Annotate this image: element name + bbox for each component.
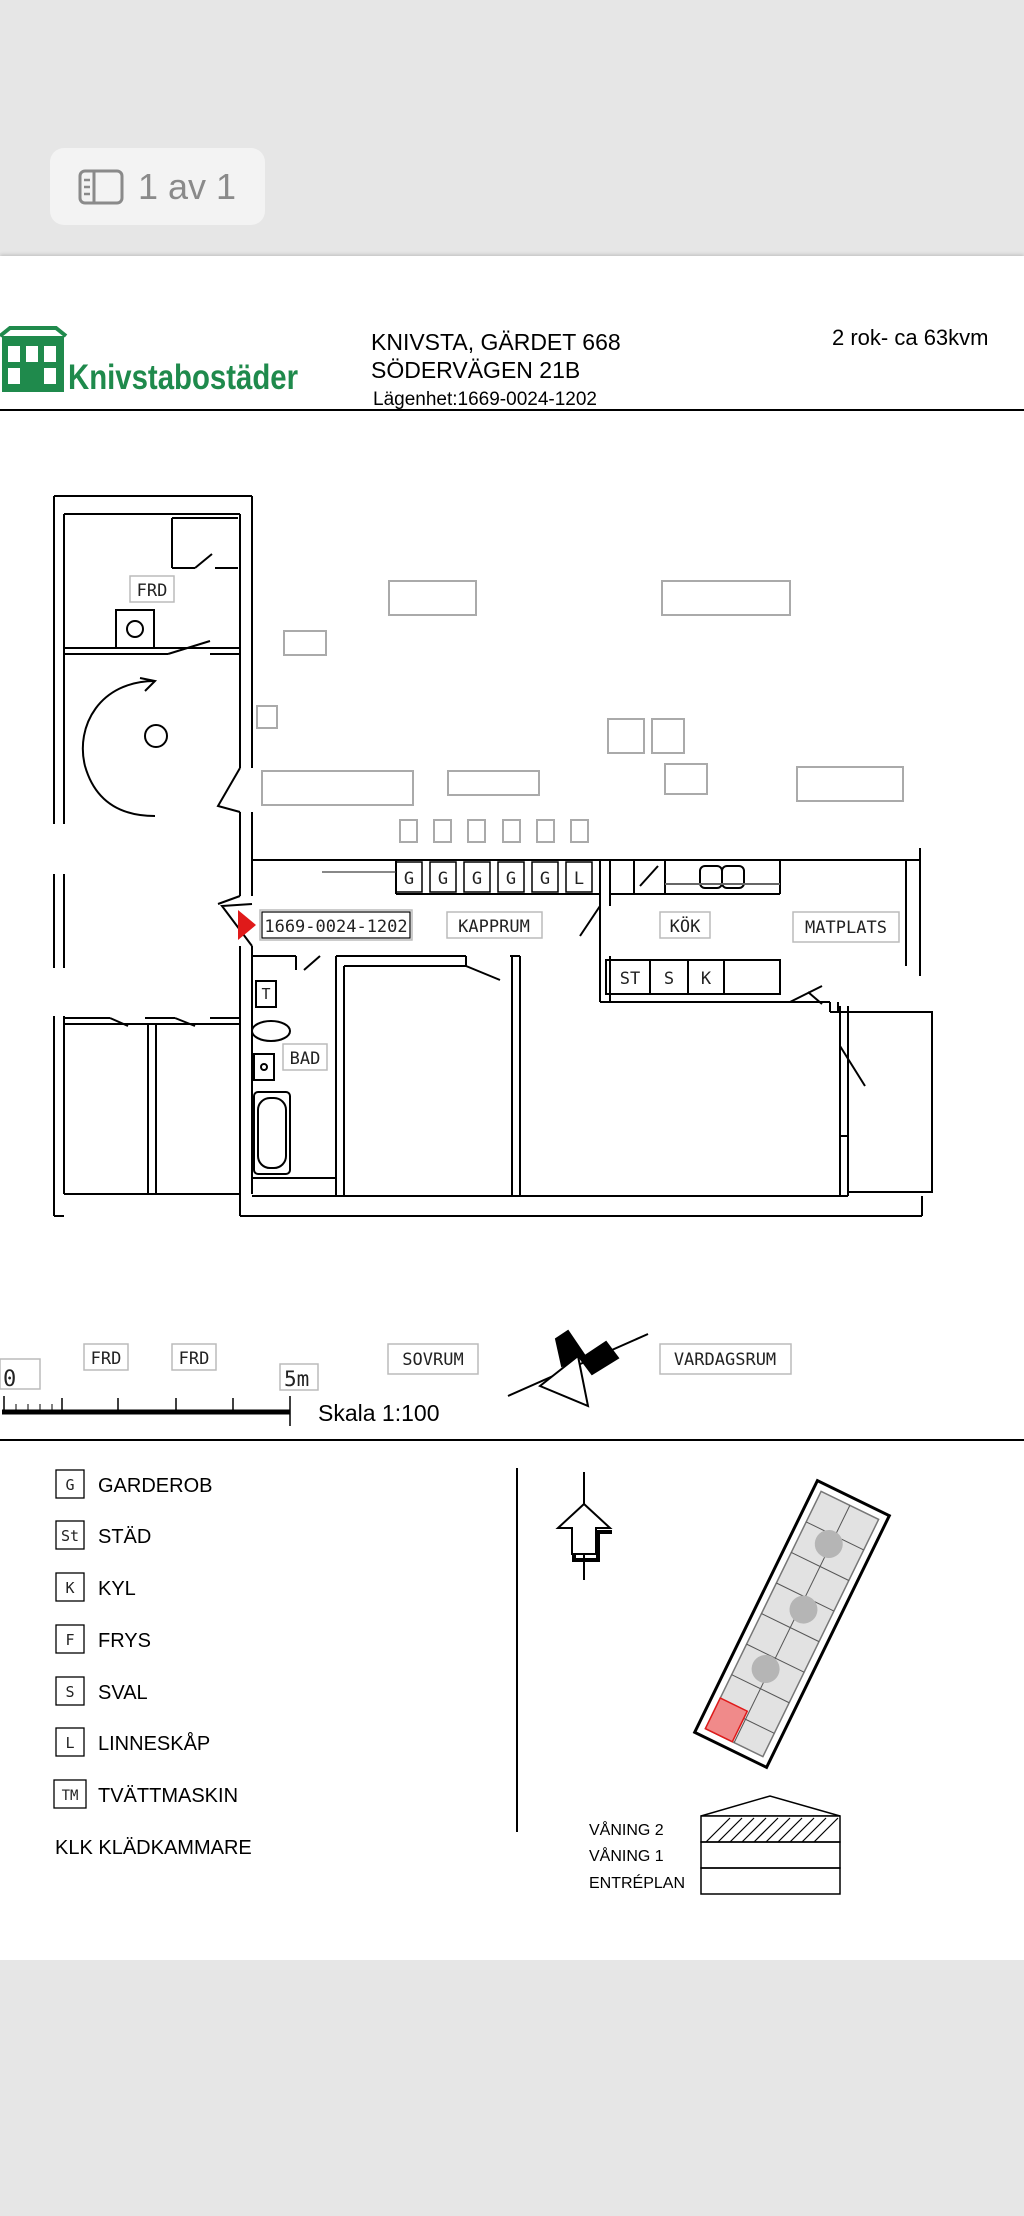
document-page: Knivstabostäder KNIVSTA, GÄRDET 668 SÖDE… [0, 256, 1024, 1960]
floor-label-vaning-1: VÅNING 1 [589, 1846, 664, 1865]
legend-label-stad: STÄD [98, 1526, 151, 1548]
legend-label-kladkammare: KLK KLÄDKAMMARE [55, 1837, 252, 1859]
scale-bar [0, 1358, 319, 1426]
room-matplats: MATPLATS [805, 918, 887, 938]
apartment-id-label: 1669-0024-1202 [264, 917, 407, 937]
fixture-g-1: G [404, 869, 414, 889]
floor-label-vaning-2: VÅNING 2 [589, 1820, 664, 1839]
legend-symbol-tm: TM [62, 1788, 79, 1804]
legend-label-garderob: GARDEROB [98, 1475, 212, 1497]
address-line-2: SÖDERVÄGEN 21B [371, 357, 580, 383]
legend-symbol-l: L [65, 1734, 74, 1752]
scale-label: Skala 1:100 [318, 1400, 439, 1426]
legend-label-tvattmaskin: TVÄTTMASKIN [98, 1785, 238, 1807]
legend-label-kyl: KYL [98, 1578, 136, 1600]
legend-label-linneskap: LINNESKÅP [98, 1732, 210, 1755]
sidebar-pages-icon [78, 169, 124, 204]
room-vardagsrum: VARDAGSRUM [674, 1350, 776, 1370]
floor-label-entreplan: ENTRÉPLAN [589, 1873, 685, 1892]
room-kok: KÖK [670, 915, 701, 937]
fixture-g-4: G [506, 869, 516, 889]
company-logo: Knivstabostäder [0, 326, 298, 397]
highlighted-apartment [704, 1697, 749, 1743]
floor-indicator [700, 1795, 841, 1895]
fixture-l: L [574, 869, 584, 889]
scale-zero: 0 [3, 1367, 16, 1392]
fixture-s: S [664, 969, 674, 989]
fixture-k: K [701, 969, 712, 989]
room-frd-top: FRD [137, 581, 168, 601]
fixture-t: T [261, 985, 270, 1003]
viewer-top-bar: 1 av 1 [0, 0, 1024, 254]
furniture-outlines [256, 580, 904, 843]
room-frd-bottom-right: FRD [179, 1349, 210, 1369]
legend-symbol-k: K [65, 1579, 74, 1597]
floor-plan [53, 495, 933, 1217]
fixture-g-2: G [438, 869, 448, 889]
floor-plan-drawing: Knivstabostäder KNIVSTA, GÄRDET 668 SÖDE… [0, 325, 1024, 1895]
viewer-bottom-area [0, 1960, 1024, 2216]
entrance-marker [238, 910, 256, 940]
fixture-g-3: G [472, 869, 482, 889]
logo-building-icon [0, 326, 68, 392]
legend: G St K F S L TM GARDEROB STÄD KYL FRYS S… [53, 1469, 252, 1859]
room-sovrum: SOVRUM [402, 1350, 463, 1370]
site-north-arrow-icon [555, 1472, 613, 1580]
apartment-number: Lägenhet:1669-0024-1202 [373, 389, 597, 410]
address-line-1: KNIVSTA, GÄRDET 668 [371, 329, 621, 355]
room-kapprum: KAPPRUM [458, 917, 530, 937]
legend-symbol-st: St [61, 1527, 79, 1545]
scale-five: 5m [284, 1367, 309, 1391]
legend-symbol-s: S [65, 1683, 74, 1701]
legend-symbol-g: G [65, 1476, 74, 1494]
room-bad: BAD [290, 1049, 321, 1069]
legend-symbol-f: F [65, 1631, 74, 1649]
site-plan-map [692, 1478, 892, 1770]
page-indicator-text: 1 av 1 [138, 165, 237, 207]
room-label-boxes [83, 575, 900, 1375]
logo-text: Knivstabostäder [68, 358, 298, 397]
legend-label-frys: FRYS [98, 1630, 151, 1652]
room-frd-bottom-left: FRD [91, 1349, 122, 1369]
legend-label-sval: SVAL [98, 1682, 148, 1704]
north-arrow-icon [507, 1329, 649, 1408]
page-indicator-button[interactable]: 1 av 1 [50, 148, 265, 225]
wardrobe-fixtures [395, 861, 593, 893]
fixture-g-5: G [540, 869, 550, 889]
apartment-size: 2 rok- ca 63kvm [832, 325, 989, 350]
fixture-st: ST [620, 969, 640, 989]
